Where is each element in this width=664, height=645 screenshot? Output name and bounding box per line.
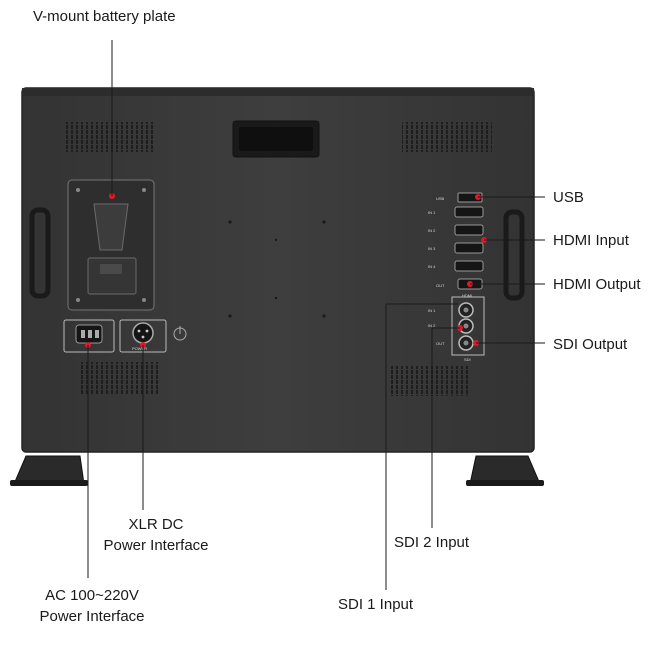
left-foot: [13, 455, 85, 485]
hdmi-in4-port: [454, 260, 484, 272]
sdi-out-label: OUT: [436, 341, 445, 346]
callout-hdmi-output: HDMI Output: [553, 276, 641, 293]
v-mount-battery-plate: [67, 179, 155, 311]
hdmi-group-label: HDMI: [462, 293, 472, 298]
sdi-group-label: SDI: [464, 357, 471, 362]
hdmi-in3-label: IN 3: [428, 246, 436, 251]
leader-sdi1-input: [385, 303, 458, 590]
io-panel: USB IN 1 IN 2 IN 3 IN 4 OUT HDMI IN 1 IN…: [428, 192, 487, 362]
callout-sdi2-input: SDI 2 Input: [394, 534, 470, 551]
leader-sdi2-input: [431, 327, 460, 528]
callout-sdi-output: SDI Output: [553, 336, 628, 353]
callout-xlr-dc-line2: Power Interface: [103, 537, 209, 554]
callout-sdi1-input: SDI 1 Input: [338, 596, 414, 613]
callout-ac-line2: Power Interface: [39, 608, 145, 625]
leader-lines: [87, 40, 545, 590]
callout-xlr-dc: XLR DC Power Interface: [103, 514, 208, 556]
callout-hdmi-input: HDMI Input: [553, 232, 629, 249]
xlr-dc-socket: [132, 322, 154, 344]
sdi-in2-label: IN 2: [428, 323, 436, 328]
power-switch-icon: [173, 326, 187, 341]
callout-ac-power: AC 100~220V Power Interface: [39, 585, 144, 627]
callout-xlr-dc-line1: XLR DC: [128, 516, 184, 533]
vent-bottom-right: [388, 366, 470, 396]
right-side-handle: [503, 209, 525, 301]
vent-bottom-left: [78, 362, 160, 394]
hdmi-in2-label: IN 2: [428, 228, 436, 233]
sdi-in1-label: IN 1: [428, 308, 436, 313]
housing-top-edge: [22, 88, 534, 96]
sdi-group-frame: [451, 296, 485, 356]
right-foot: [469, 455, 541, 485]
hdmi-in3-port: [454, 242, 484, 254]
callout-battery-plate: V-mount battery plate: [33, 8, 176, 25]
hdmi-in1-label: IN 1: [428, 210, 436, 215]
left-side-handle: [29, 207, 51, 299]
callout-ac-line1: AC 100~220V: [45, 587, 139, 604]
hdmi-in4-label: IN 4: [428, 264, 436, 269]
vent-left: [66, 122, 154, 152]
hdmi-in2-port: [454, 224, 484, 236]
vent-right: [402, 122, 492, 152]
power-panel-label: POWER: [132, 346, 147, 351]
hdmi-in1-port: [454, 206, 484, 218]
callout-usb: USB: [553, 189, 584, 206]
usb-port-label: USB: [436, 196, 445, 201]
vesa-screws: [228, 220, 326, 318]
hdmi-out-label: OUT: [436, 283, 445, 288]
